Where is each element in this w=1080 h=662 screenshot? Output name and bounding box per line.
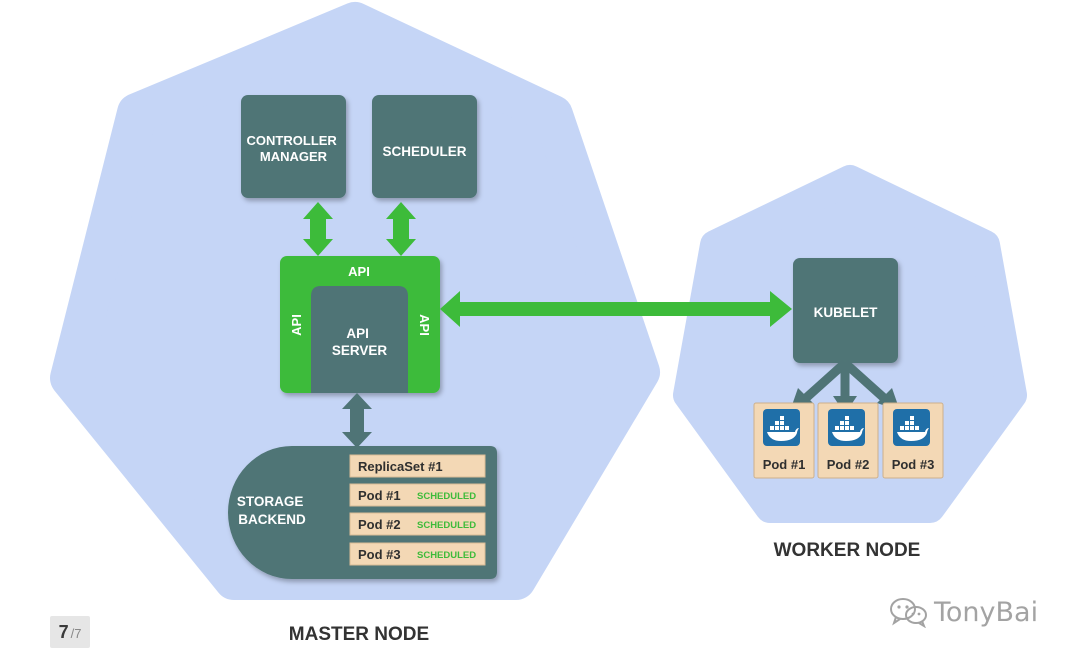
kubelet-label: KUBELET xyxy=(814,305,879,320)
watermark: TonyBai xyxy=(888,592,1038,632)
scheduler-box xyxy=(372,95,477,198)
docker-whale-icon xyxy=(828,409,865,446)
storage-row-pod-1: Pod #1 SCHEDULED xyxy=(349,483,486,507)
api-server-label: API SERVER xyxy=(332,326,388,358)
kubelet-box xyxy=(793,258,898,363)
arrows-kubelet-pods xyxy=(802,359,888,402)
controller-manager-label: CONTROLLER MANAGER xyxy=(247,133,341,164)
storage-backend-label: STORAGE BACKEND xyxy=(237,494,307,527)
controller-manager-box xyxy=(241,95,346,198)
worker-pod-1: Pod #1 xyxy=(753,402,815,479)
scheduled-badge: SCHEDULED xyxy=(417,550,476,561)
svg-text:ReplicaSet #1: ReplicaSet #1 xyxy=(358,459,443,474)
docker-whale-icon xyxy=(893,409,930,446)
api-top-label: API xyxy=(348,264,370,279)
page-total: /7 xyxy=(70,626,82,641)
svg-text:Pod #3: Pod #3 xyxy=(892,457,935,472)
page-indicator: 7 /7 xyxy=(50,616,90,648)
svg-text:Pod #1: Pod #1 xyxy=(763,457,806,472)
svg-text:Pod #3: Pod #3 xyxy=(358,547,401,562)
arrow-controller-api xyxy=(303,202,333,256)
worker-pod-3: Pod #3 xyxy=(882,402,944,479)
page-current: 7 xyxy=(58,622,69,642)
worker-pod-2: Pod #2 xyxy=(817,402,879,479)
svg-text:Pod #2: Pod #2 xyxy=(827,457,870,472)
api-server-box xyxy=(311,286,408,393)
worker-node-title: WORKER NODE xyxy=(774,540,921,561)
arrow-api-storage xyxy=(342,393,372,448)
master-node-title: MASTER NODE xyxy=(289,624,429,645)
arrow-scheduler-api xyxy=(386,202,416,256)
svg-text:Pod #2: Pod #2 xyxy=(358,517,401,532)
storage-row-pod-3: Pod #3 SCHEDULED xyxy=(349,542,486,566)
watermark-text: TonyBai xyxy=(934,596,1039,628)
scheduled-badge: SCHEDULED xyxy=(417,491,476,502)
api-right-label: API xyxy=(417,314,432,336)
svg-text:Pod #1: Pod #1 xyxy=(358,488,401,503)
docker-whale-icon xyxy=(763,409,800,446)
storage-row-pod-2: Pod #2 SCHEDULED xyxy=(349,512,486,536)
storage-row-replicaset: ReplicaSet #1 xyxy=(349,454,486,478)
arrow-api-kubelet xyxy=(440,291,792,327)
scheduled-badge: SCHEDULED xyxy=(417,520,476,531)
scheduler-label: SCHEDULER xyxy=(382,144,466,159)
api-left-label: API xyxy=(289,314,304,336)
wechat-icon xyxy=(890,598,927,628)
